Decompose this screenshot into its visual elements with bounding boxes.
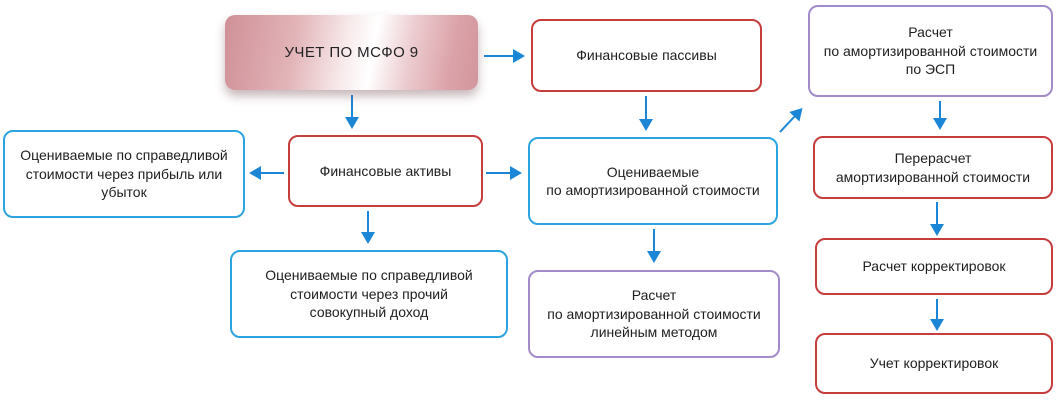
node-amortized-cost: Оцениваемые по амортизированной стоимост…	[528, 137, 778, 225]
node-adjustments-calc-label: Расчет корректировок	[862, 258, 1006, 275]
node-fvtpl: Оцениваемые по справедливой стоимости че…	[3, 130, 245, 218]
node-linear-amortized-calc-label: Расчет по амортизированной стоимости лин…	[547, 287, 761, 341]
node-fvoci-label: Оцениваемые по справедливой стоимости че…	[265, 267, 473, 321]
node-financial-assets-label: Финансовые активы	[319, 162, 452, 179]
node-adjustments-accounting-label: Учет корректировок	[869, 355, 999, 372]
node-ifrs9-root-label: УЧЕТ ПО МСФО 9	[284, 43, 419, 61]
node-fvoci: Оцениваемые по справедливой стоимости че…	[230, 250, 508, 338]
node-adjustments-accounting: Учет корректировок	[815, 333, 1053, 394]
node-esp-amortized-calc: Расчет по амортизированной стоимости по …	[808, 5, 1053, 97]
node-linear-amortized-calc: Расчет по амортизированной стоимости лин…	[528, 270, 780, 358]
node-amortized-recalc-label: Перерасчет амортизированной стоимости	[835, 150, 1031, 185]
node-financial-assets: Финансовые активы	[288, 135, 483, 207]
node-amortized-recalc: Перерасчет амортизированной стоимости	[813, 136, 1053, 199]
arrow-amortized-to-esp	[779, 107, 803, 133]
node-fvtpl-label: Оцениваемые по справедливой стоимости че…	[20, 147, 228, 201]
node-amortized-cost-label: Оцениваемые по амортизированной стоимост…	[546, 163, 760, 198]
node-esp-amortized-calc-label: Расчет по амортизированной стоимости по …	[823, 24, 1038, 78]
node-financial-liabilities-label: Финансовые пассивы	[576, 47, 717, 64]
node-ifrs9-root: УЧЕТ ПО МСФО 9	[225, 15, 478, 90]
node-financial-liabilities: Финансовые пассивы	[531, 19, 762, 92]
node-adjustments-calc: Расчет корректировок	[815, 238, 1053, 295]
